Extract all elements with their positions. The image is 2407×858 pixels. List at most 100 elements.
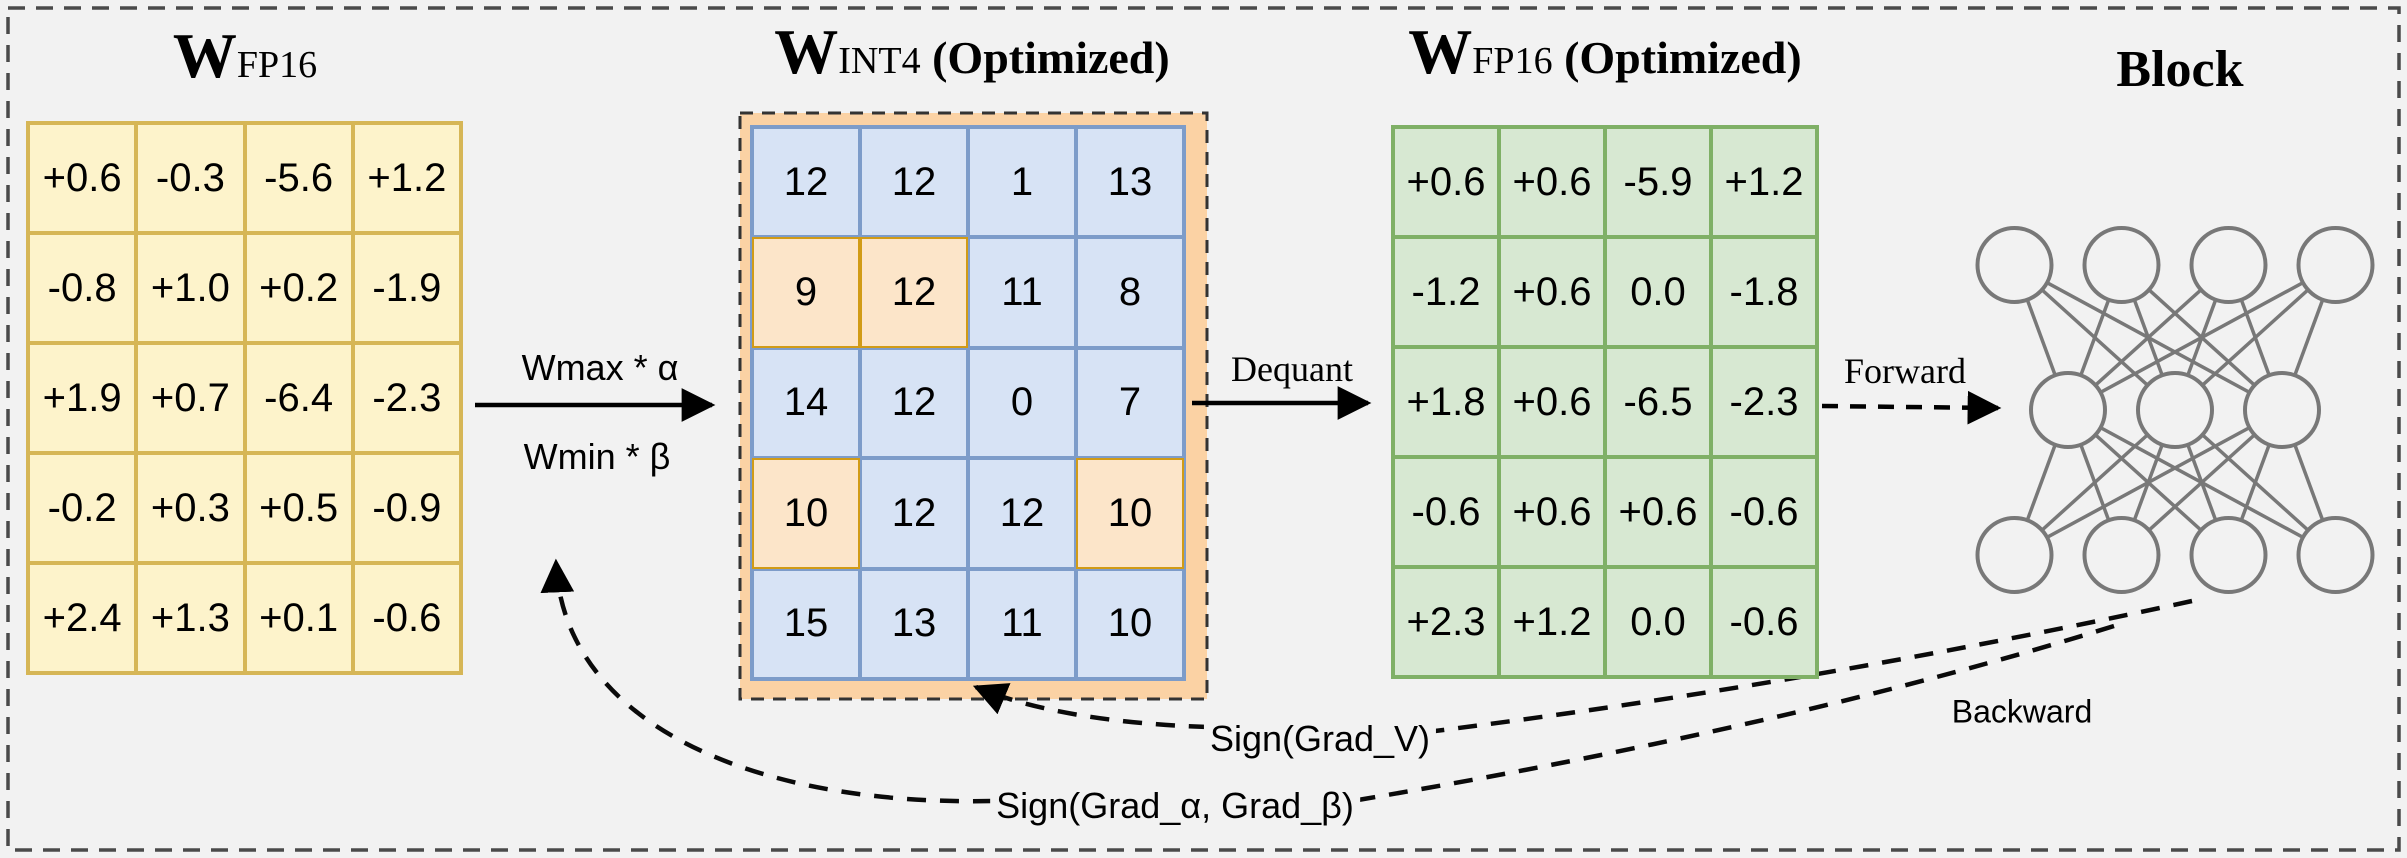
matrix-cell: +0.6	[1499, 457, 1605, 567]
matrix-cell: +2.3	[1393, 567, 1499, 677]
matrix-cell: -0.6	[1393, 457, 1499, 567]
matrix-cell: 1	[968, 127, 1076, 238]
matrix-cell: 0.0	[1605, 567, 1711, 677]
matrix-cell: +0.3	[136, 453, 245, 563]
matrix-cell: 0.0	[1605, 237, 1711, 347]
network-edge	[2013, 408, 2283, 557]
matrix-cell: -0.3	[136, 123, 245, 233]
matrix-cell: +1.2	[1499, 567, 1605, 677]
matrix-cell: -0.9	[352, 453, 461, 563]
sign-grad-v-label: Sign(Grad_V)	[1203, 717, 1437, 761]
matrix-cell: +0.1	[244, 563, 353, 673]
matrix-cell: -0.6	[1711, 567, 1817, 677]
matrix-cell: +0.6	[1499, 127, 1605, 237]
matrix-cell: 11	[968, 568, 1076, 679]
matrix-cell: -5.6	[244, 123, 353, 233]
matrix-cell: +0.6	[1499, 237, 1605, 347]
neural-network-block	[1975, 226, 2375, 594]
matrix-cell: +1.2	[352, 123, 461, 233]
matrix-cell: -1.9	[352, 233, 461, 343]
matrix-cell: -1.2	[1393, 237, 1499, 347]
matrix-cell: -0.8	[28, 233, 137, 343]
network-node	[2029, 371, 2107, 449]
forward-label: Forward	[1844, 351, 1966, 391]
matrix-cell: +0.6	[28, 123, 137, 233]
matrix-cell: +0.2	[244, 233, 353, 343]
fp16-weight-matrix: +0.6-0.3-5.6+1.2 -0.8+1.0+0.2-1.9 +1.9+0.7…	[26, 121, 463, 675]
matrix-cell: -0.6	[352, 563, 461, 673]
sign-grad-v-arrow	[972, 683, 1209, 730]
network-node	[2136, 371, 2214, 449]
forward-dashed-arrow	[1821, 390, 2002, 425]
matrix-cell: 7	[1076, 347, 1184, 459]
title-sub: FP16	[236, 44, 318, 86]
matrix-cell: 12	[752, 127, 860, 238]
matrix-cell: 14	[752, 347, 860, 459]
title-w-fp16: WFP16	[173, 24, 317, 88]
matrix-cell: +1.3	[136, 563, 245, 673]
sign-grad-ab-arrow	[540, 558, 993, 804]
network-node	[2296, 226, 2375, 304]
matrix-cell: 10	[1076, 568, 1184, 679]
matrix-cell: +1.0	[136, 233, 245, 343]
outer-dashed-border	[6, 6, 2401, 852]
network-node	[2243, 371, 2321, 449]
title-suffix: (Optimized)	[920, 32, 1170, 83]
network-node	[2189, 226, 2268, 304]
matrix-cell: -6.5	[1605, 347, 1711, 457]
matrix-cell: 12	[860, 347, 968, 459]
matrix-cell: 13	[860, 568, 968, 679]
matrix-cell: 9	[752, 237, 860, 348]
backward-label: Backward	[1951, 693, 2093, 730]
matrix-cell: 11	[968, 237, 1076, 348]
block-title: Block	[2116, 41, 2244, 98]
title-sub: INT4	[838, 40, 921, 82]
network-edge	[2067, 263, 2337, 412]
matrix-cell: 0	[968, 347, 1076, 459]
network-node	[2189, 516, 2268, 594]
network-node	[2296, 516, 2375, 594]
wmin-beta-label: Wmin * β	[523, 436, 671, 477]
matrix-cell: +0.6	[1605, 457, 1711, 567]
backward-line-grad-ab	[1357, 623, 2115, 803]
matrix-cell: 13	[1076, 127, 1184, 238]
matrix-cell: 15	[752, 568, 860, 679]
matrix-cell: +0.6	[1499, 347, 1605, 457]
title-sub: FP16	[1472, 40, 1553, 82]
matrix-cell: 12	[968, 458, 1076, 569]
network-node	[2082, 226, 2161, 304]
title-main: W	[1408, 16, 1473, 87]
matrix-cell: +1.8	[1393, 347, 1499, 457]
matrix-cell: -5.9	[1605, 127, 1711, 237]
sign-grad-alpha-beta-label: Sign(Grad_α, Grad_β)	[990, 784, 1360, 828]
matrix-cell: -0.2	[28, 453, 137, 563]
matrix-cell: +0.6	[1393, 127, 1499, 237]
matrix-cell: +0.5	[244, 453, 353, 563]
matrix-cell: 12	[860, 127, 968, 238]
matrix-cell: -6.4	[244, 343, 353, 453]
network-node	[1975, 226, 2054, 304]
network-node	[1975, 516, 2054, 594]
matrix-cell: -1.8	[1711, 237, 1817, 347]
matrix-cell: +1.9	[28, 343, 137, 453]
title-w-fp16-optimized: WFP16 (Optimized)	[1408, 20, 1801, 84]
backward-line-grad-v	[1434, 598, 2193, 734]
matrix-cell: 10	[1076, 458, 1184, 569]
matrix-cell: 10	[752, 458, 860, 569]
title-suffix: (Optimized)	[1552, 32, 1802, 83]
title-main: W	[774, 16, 839, 87]
matrix-cell: -2.3	[1711, 347, 1817, 457]
matrix-cell: 12	[860, 458, 968, 569]
dequant-label: Dequant	[1231, 349, 1353, 389]
matrix-cell: -2.3	[352, 343, 461, 453]
matrix-cell: +0.7	[136, 343, 245, 453]
wmax-alpha-label: Wmax * α	[521, 347, 679, 388]
matrix-cell: -0.6	[1711, 457, 1817, 567]
matrix-cell: +2.4	[28, 563, 137, 673]
title-w-int4-optimized: WINT4 (Optimized)	[774, 20, 1169, 84]
title-main: W	[172, 20, 237, 91]
matrix-cell: +1.2	[1711, 127, 1817, 237]
